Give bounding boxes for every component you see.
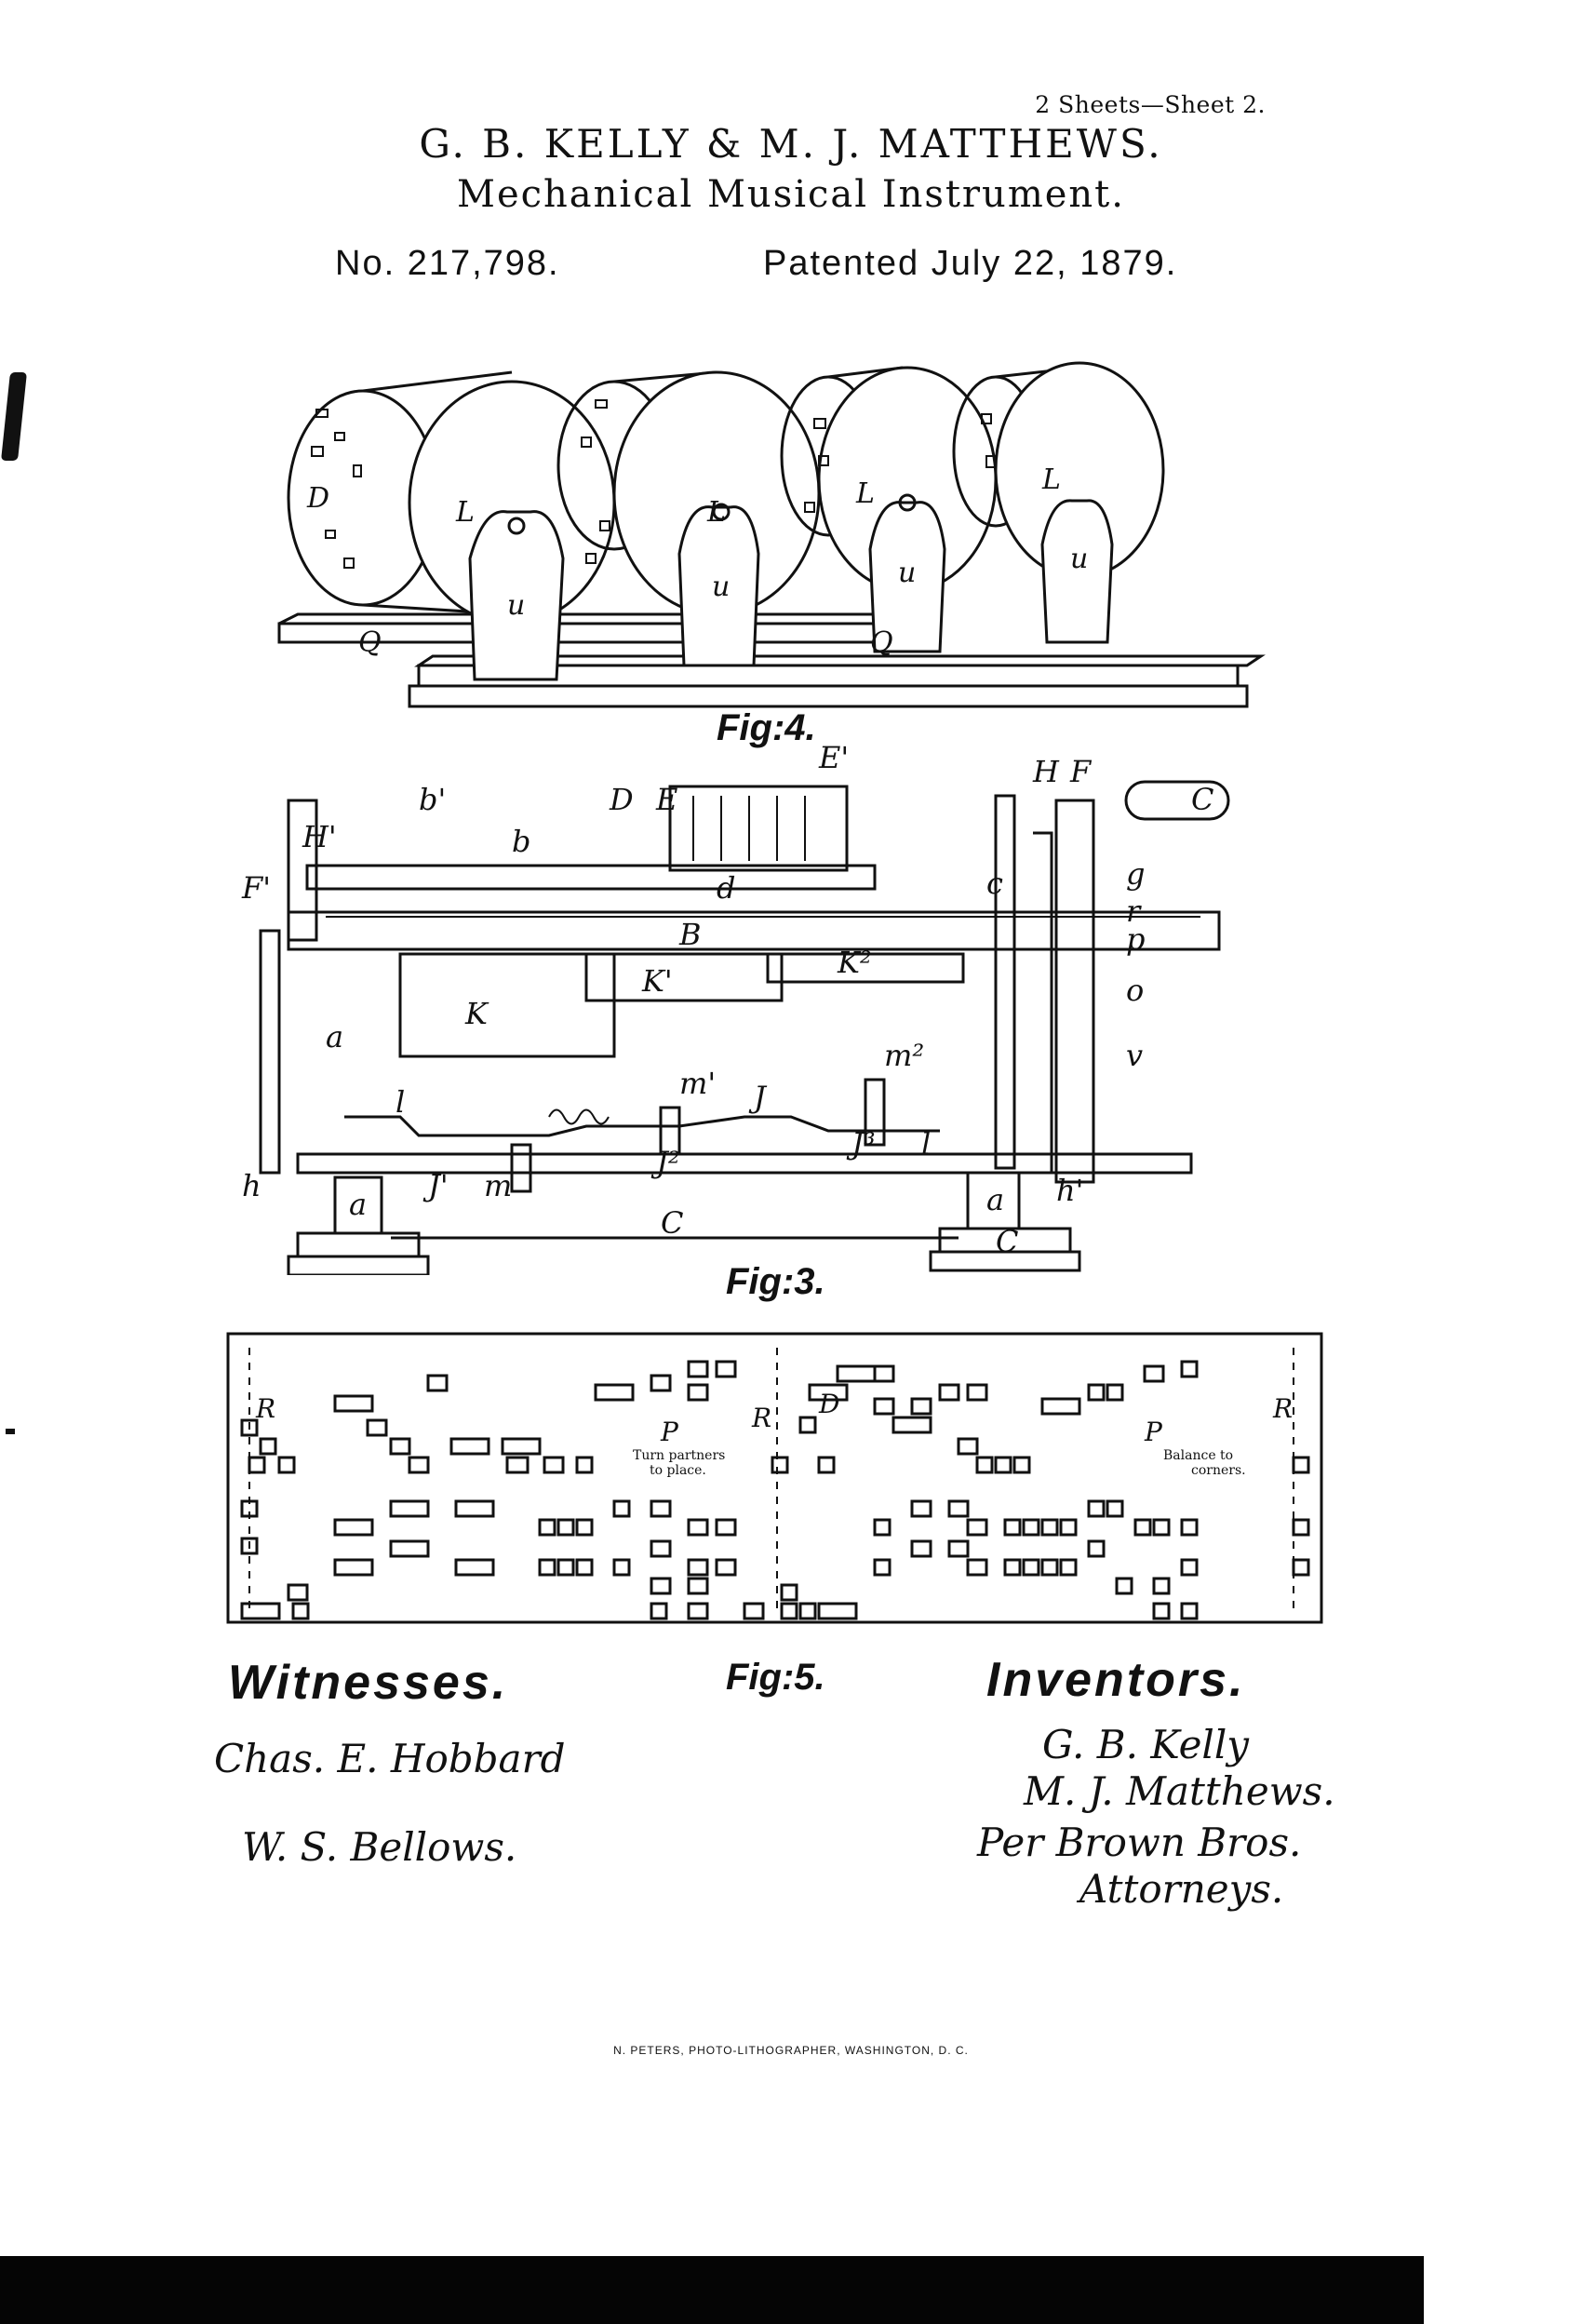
fig3-label: v: [1126, 1038, 1143, 1073]
fig4-label-D: D: [306, 482, 329, 515]
fig3-label: m²: [884, 1038, 924, 1073]
fig5-label-P: P: [660, 1417, 679, 1447]
figure-3-drawing: b' D E E' H F C H' F' b a d B c g r p K …: [241, 745, 1230, 1275]
fig5-note-line: corners.: [1191, 1463, 1246, 1478]
fig5-label-R: R: [1272, 1393, 1293, 1424]
inventors-label: Inventors.: [986, 1653, 1246, 1707]
fig3-label: H': [302, 819, 337, 854]
fig3-label: g: [1126, 856, 1145, 892]
fig5-label-R: R: [751, 1403, 771, 1433]
fig3-label: J²: [650, 1145, 680, 1180]
fig3-label: h: [242, 1168, 261, 1203]
fig3-label: C: [1191, 782, 1213, 817]
fig3-label: F: [1069, 754, 1093, 789]
fig3-label: b: [512, 824, 530, 859]
fig3-label: E: [655, 782, 677, 817]
fig3-label: d: [717, 870, 735, 906]
fig4-label-u: u: [712, 571, 730, 603]
fig3-label: a: [326, 1019, 343, 1055]
fig4-label-u: u: [898, 557, 916, 589]
fig3-label: c: [986, 866, 1003, 901]
fig3-label: a: [349, 1187, 367, 1222]
fig5-caption: Fig:5.: [726, 1657, 825, 1698]
fig3-label: a: [986, 1182, 1004, 1217]
fig3-caption: Fig:3.: [726, 1261, 825, 1302]
fig4-label-Q: Q: [870, 626, 893, 659]
fig3-label: l: [396, 1084, 405, 1120]
fig4-label-L: L: [455, 496, 475, 529]
fig4-label-Q: Q: [358, 626, 382, 659]
fig3-label: H: [1032, 754, 1060, 789]
fig3-label: J: [748, 1080, 768, 1115]
scan-edge-tick: [6, 1429, 15, 1434]
witness-signature: W. S. Bellows.: [242, 1824, 517, 1870]
inventors-names: G. B. KELLY & M. J. MATTHEWS.: [419, 121, 1163, 167]
fig5-label-R: R: [255, 1393, 275, 1424]
fig3-label: m': [679, 1066, 716, 1101]
fig4-label-u: u: [1070, 543, 1088, 575]
fig3-label: l: [921, 1126, 931, 1162]
witness-signature: Chas. E. Hobbard: [214, 1736, 566, 1781]
figure-4-drawing: D L L L L u u u u Q Q: [277, 361, 1266, 708]
patent-date: Patented July 22, 1879.: [763, 244, 1178, 283]
fig3-label: K²: [837, 945, 872, 980]
sheet-label: 2 Sheets—Sheet 2.: [1035, 91, 1266, 118]
fig5-note-line: Turn partners: [633, 1448, 725, 1463]
fig3-label: K': [641, 963, 673, 999]
fig3-label: h': [1056, 1173, 1083, 1208]
attorneys-label: Attorneys.: [1079, 1866, 1284, 1912]
fig3-label: C: [661, 1205, 683, 1241]
fig4-label-L: L: [855, 477, 875, 510]
witnesses-label: Witnesses.: [228, 1656, 509, 1710]
fig5-label-D: D: [818, 1389, 839, 1419]
fig4-label-L: L: [1041, 463, 1061, 496]
inventor-signature: G. B. Kelly: [1042, 1722, 1250, 1767]
fig3-label: K: [464, 996, 489, 1031]
fig4-label-u: u: [507, 589, 525, 622]
attorney-signature: Per Brown Bros.: [977, 1820, 1302, 1865]
fig3-label: D: [609, 782, 634, 817]
scan-edge-mark: [1, 372, 27, 461]
fig3-label: b': [419, 782, 446, 817]
fig3-label: m: [484, 1168, 512, 1203]
scan-bottom-edge: [0, 2256, 1424, 2324]
fig4-label-L: L: [706, 496, 726, 529]
fig3-label: J³: [846, 1126, 876, 1162]
fig5-label-P: P: [1144, 1417, 1163, 1447]
fig3-label: r: [1126, 893, 1142, 929]
fig5-note-line: Balance to: [1163, 1448, 1233, 1463]
fig3-label: C: [996, 1224, 1018, 1259]
fig3-label: F': [241, 870, 271, 906]
fig5-note-line: to place.: [650, 1463, 706, 1478]
fig3-label: B: [678, 917, 702, 952]
patent-number: No. 217,798.: [335, 244, 560, 283]
fig4-caption: Fig:4.: [717, 707, 816, 748]
fig3-label: p: [1126, 921, 1145, 957]
patent-title: Mechanical Musical Instrument.: [457, 173, 1125, 216]
fig3-label: o: [1126, 973, 1144, 1008]
inventor-signature: M. J. Matthews.: [1024, 1768, 1335, 1814]
fig3-label: E': [818, 745, 849, 775]
lithographer-credit: N. PETERS, PHOTO-LITHOGRAPHER, WASHINGTO…: [613, 2044, 969, 2057]
figure-5-music-sheet: R R R P P D Turn partners to place. Bala…: [226, 1332, 1323, 1624]
